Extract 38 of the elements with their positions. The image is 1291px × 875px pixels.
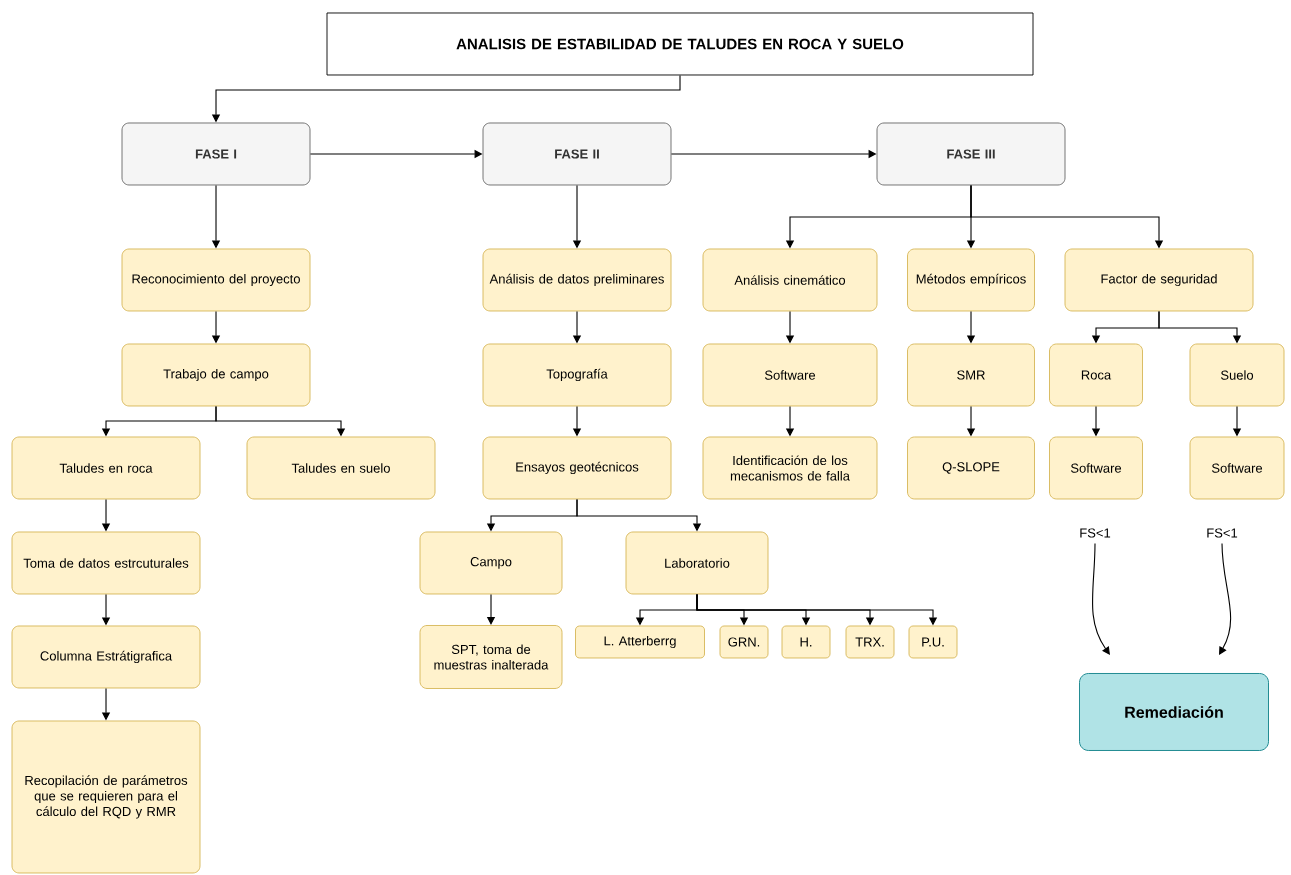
test-box: L. Atterberrg — [575, 625, 705, 659]
arrow — [1091, 542, 1110, 655]
process-box: Software — [702, 343, 878, 407]
process-box: Taludes en roca — [11, 436, 201, 500]
test-box: TRX. — [845, 625, 895, 659]
process-box: Software — [1189, 436, 1285, 500]
process-box: Topografía — [482, 343, 672, 407]
process-box: Análisis de datos preliminares — [482, 248, 672, 312]
process-box: Recopilación de parámetros que se requieren para el cálculo del RQD y RMR — [11, 720, 201, 874]
process-box: Columna Estrátigrafica — [11, 625, 201, 689]
process-box: Software — [1049, 436, 1143, 500]
process-box: SMR — [907, 343, 1035, 407]
process-box: Toma de datos estrcuturales — [11, 531, 201, 595]
condition-text: FS<1 — [1080, 528, 1111, 538]
title-box: ANALISIS DE ESTABILIDAD DE TALUDES EN ROCA Y SUELO — [326, 12, 1034, 76]
process-box: Suelo — [1189, 343, 1285, 407]
process-box: Análisis cinemático — [702, 248, 878, 312]
process-box: Reconocimiento del proyecto — [121, 248, 311, 312]
process-box: Taludes en suelo — [246, 436, 436, 500]
test-box: P.U. — [908, 625, 958, 659]
test-box: H. — [781, 625, 831, 659]
test-box: GRN. — [719, 625, 769, 659]
process-box: Laboratorio — [625, 531, 769, 595]
process-box: Roca — [1049, 343, 1143, 407]
process-box: Identificación de los mecanismos de falla — [702, 436, 878, 500]
process-box: Campo — [419, 531, 563, 595]
process-box: SPT, toma de muestras inalterada — [419, 625, 563, 689]
phase-box: FASE II — [482, 122, 672, 186]
process-box: Q-SLOPE — [907, 436, 1035, 500]
condition-text: FS<1 — [1207, 528, 1238, 538]
phase-box: FASE III — [876, 122, 1066, 186]
arrow — [1219, 542, 1232, 655]
result-box: Remediación — [1079, 673, 1269, 751]
phase-box: FASE I — [121, 122, 311, 186]
process-box: Trabajo de campo — [121, 343, 311, 407]
process-box: Métodos empíricos — [907, 248, 1035, 312]
process-box: Ensayos geotécnicos — [482, 436, 672, 500]
process-box: Factor de seguridad — [1064, 248, 1254, 312]
